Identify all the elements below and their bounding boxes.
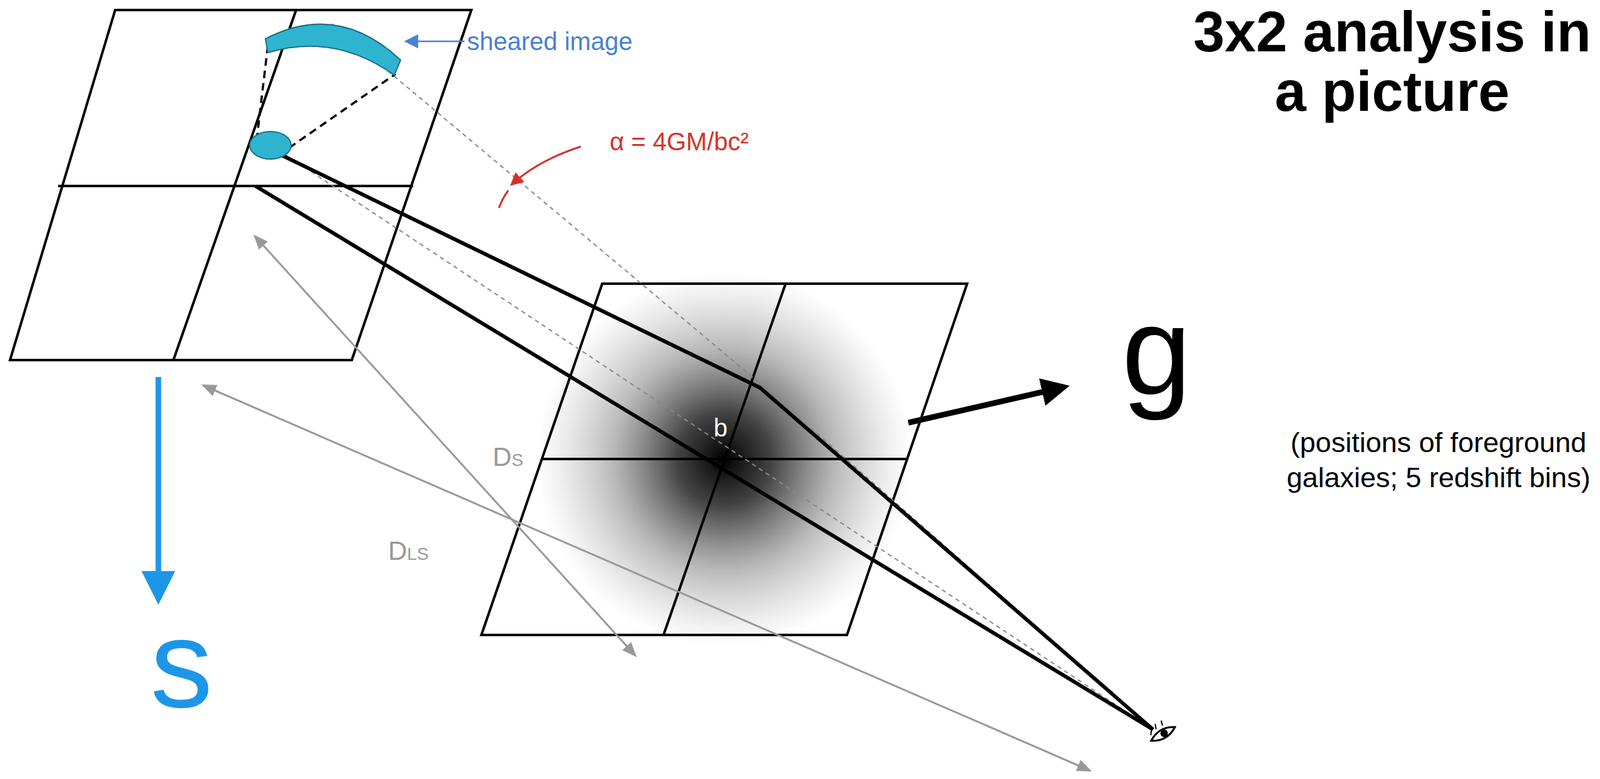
probe-symbol: g	[1121, 287, 1192, 414]
probe-symbol: s	[150, 600, 213, 727]
sheared-image	[265, 24, 401, 76]
lens-mass	[536, 271, 913, 647]
image-label: sheared image	[466, 25, 633, 57]
light-rays	[255, 152, 1154, 730]
impact-parameter: b	[713, 411, 728, 444]
probe-description: (positions of foreground galaxies; 5 red…	[1282, 425, 1595, 496]
deflection-label: α = 4GM/bc²	[609, 125, 749, 158]
source-plane	[10, 10, 472, 360]
deflection-angle	[498, 146, 581, 208]
unlensed-rays	[270, 23, 1154, 730]
distance-label: DS	[492, 440, 524, 474]
distance-label: DLS	[388, 534, 429, 568]
sheared-image-pointer	[406, 40, 465, 43]
lens-plane	[481, 271, 968, 647]
distance-arrows	[204, 236, 1090, 770]
source-galaxy	[249, 131, 292, 159]
observer-eye	[1144, 716, 1178, 745]
title: 3x2 analysis in a picture	[1191, 2, 1593, 121]
g-arrow	[908, 386, 1065, 423]
s-arrow	[155, 376, 162, 598]
